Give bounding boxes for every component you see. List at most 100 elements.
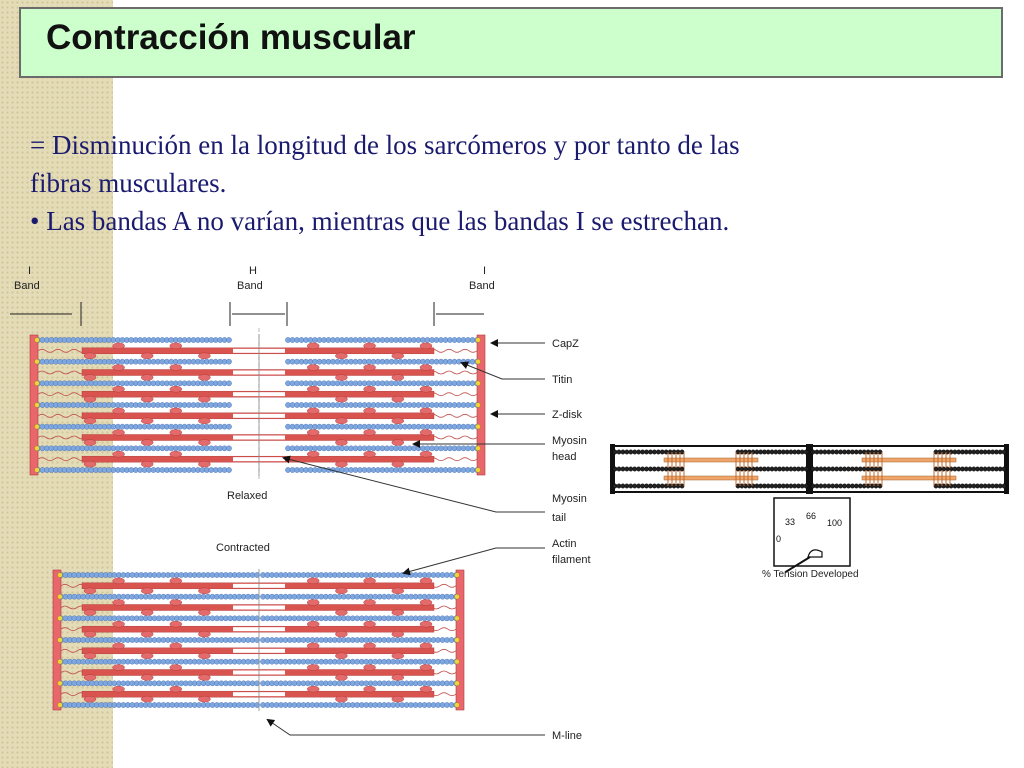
myosin-head [198,417,211,425]
myosin-head [391,352,404,360]
myosin-head [363,620,376,628]
myosin-head [307,642,320,650]
myosin-head [140,439,154,446]
gauge-dial [807,549,823,558]
myosin-head [419,685,433,693]
myosin-head [391,395,404,403]
myosin-head [169,429,183,436]
myosin-head [198,695,211,703]
capz-cap [454,702,460,708]
myosin-head [83,460,97,468]
titin [37,370,88,375]
myosin-head [112,429,125,436]
myosin-head [307,577,320,585]
capz-cap [34,402,40,408]
myosin-head [419,450,433,458]
myosin-head [198,374,211,381]
myosin-head [419,364,433,371]
myosin-head [83,439,97,446]
myosin-head [363,429,376,436]
myosin-head [198,630,211,638]
myosin-head [169,642,183,650]
myosin-head [83,352,97,360]
myosin-head [335,439,348,446]
capz-cap [475,445,481,451]
slide-body: = Disminución en la longitud de los sarc… [30,126,990,240]
myosin-head [140,695,154,703]
capz-cap [57,680,63,686]
myosin-head [83,609,97,616]
myosin-head [391,374,404,381]
myosin-head [169,577,183,585]
myosin-head [83,417,97,425]
myosin-head [83,630,97,638]
frame-z-line [808,444,813,494]
myosin-head [363,342,376,350]
slide-title: Contracción muscular [46,18,416,57]
myosin-head [391,460,404,468]
gauge-caption: % Tension Developed [762,569,859,580]
capz-cap [57,615,63,621]
z-disk-label: Z-disk [552,409,582,421]
myosin-head [83,374,97,381]
myosin-head [198,652,211,660]
capz-cap [454,659,460,665]
m-line-label: M-line [552,730,582,742]
myosin-head [307,664,320,671]
myosin-head [307,450,320,458]
myosin-head [112,642,125,650]
myosin-head [140,674,154,681]
myosin-head [307,385,320,393]
myosin-head [83,587,97,595]
myosin-head [363,385,376,393]
myosin-head [307,364,320,371]
frame-z-line [610,444,615,494]
myosin-head [140,609,154,616]
titin [37,457,88,462]
capz-cap [475,467,481,473]
title-box [19,7,1003,78]
myosin-head [169,599,183,606]
myosin-head [335,460,348,468]
capz-cap [57,572,63,578]
capz-cap [57,637,63,643]
myosin-head [363,577,376,585]
myosin-head [335,587,348,595]
capz-cap [454,572,460,578]
myosin-head [363,364,376,371]
capz-cap [475,402,481,408]
myosin-head [335,352,348,360]
myosin-head [112,407,125,415]
myosin-head [307,342,320,350]
myosin-head [419,620,433,628]
capz-cap [475,380,481,386]
myosin-head [83,652,97,660]
tension-gauge: 33 66 100 0 % Tension Developed [762,497,859,580]
myosin-head [391,609,404,616]
myosin-head [335,609,348,616]
band-dimension-arrows [10,302,484,326]
myosin-head [169,685,183,693]
titin [427,457,478,462]
animated-sarcomere-right [808,444,1009,494]
myosin-head [112,364,125,371]
myosin-head [198,439,211,446]
myosin-head [112,385,125,393]
capz-cap [475,359,481,365]
myosin-head [140,630,154,638]
titin-label: Titin [552,374,572,386]
myosin-head [140,417,154,425]
gauge-needle [784,556,811,574]
myosin-head [307,599,320,606]
myosin-head [112,342,125,350]
titin [37,348,88,353]
myosin-head [419,599,433,606]
myosin-head [391,674,404,681]
myosin-head [419,577,433,585]
capz-cap [34,337,40,343]
capz-cap [454,615,460,621]
